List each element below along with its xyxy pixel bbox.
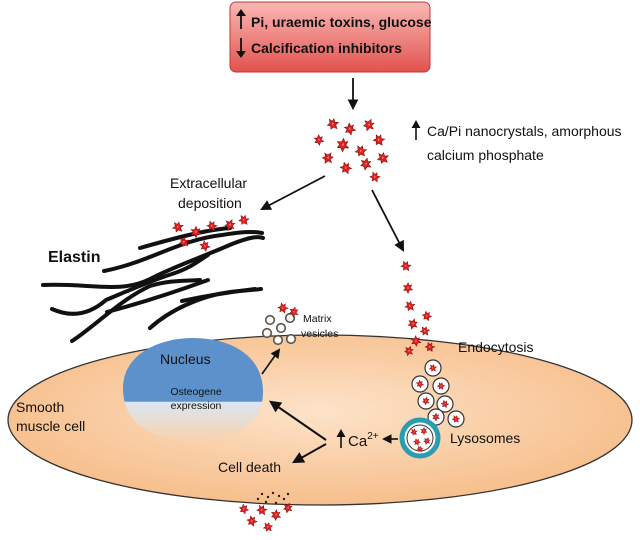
calcium-crystal [341,120,358,137]
extracellular-label-1: Extracellular [170,175,247,191]
cell-death-label: Cell death [218,459,281,475]
calcium-crystal [171,220,185,234]
calcium-crystal [321,151,335,165]
calcium-crystal [262,521,274,533]
endocytosis-label: Endocytosis [458,339,533,355]
matrix-vesicle [264,314,276,326]
calcium-crystal [237,502,251,516]
matrix-vesicle [272,334,284,346]
calcium-label: Ca2+ [348,431,379,450]
calcium-crystal [368,170,382,184]
osteogene-label-1: Osteogene [170,386,222,398]
up-arrow-icon [236,9,246,29]
matrix-vesicle [285,333,297,345]
elastin-fibers [41,226,265,343]
calcium-crystal [338,160,354,176]
calcium-crystal [404,300,416,312]
calcium-crystal [276,301,290,315]
stimulus-line-1: Pi, uraemic toxins, glucose [251,14,432,30]
calcium-crystal [197,238,212,254]
calcium-crystal [420,309,434,323]
nanocrystals-label-2: calcium phosphate [427,147,544,163]
arrow-to-extracellular [260,175,326,211]
up-arrow-icon [411,120,421,140]
calcium-crystal [268,507,283,522]
calcium-crystal [255,503,269,517]
calcium-crystal [311,132,327,148]
smooth-muscle-cell [7,334,633,506]
cell-label-2: muscle cell [16,418,85,434]
cell-label-1: Smooth [16,399,64,415]
arrow-to-endocytosis [371,189,404,252]
elastin-label: Elastin [48,249,100,266]
calcium-crystal [399,259,413,273]
stimulus-box: Pi, uraemic toxins, glucose Calcificatio… [229,1,432,73]
arrow-calcium-to-osteogene [269,400,327,441]
matrix-label-2: vesicles [301,328,338,340]
osteogene-label-2: expression [171,400,222,412]
up-arrow-icon [336,429,346,448]
arrow-osteogene-to-vesicles [261,348,281,375]
calcium-crystal [326,117,340,131]
calcium-crystal [406,317,420,331]
cell-debris [256,491,290,505]
extracellular-label-2: deposition [178,195,242,211]
calcium-crystal [353,143,368,158]
arrow-calcium-to-cell-death [291,443,327,464]
calcium-crystal [334,136,352,154]
nanocrystals-label-1: Ca/Pi nanocrystals, amorphous [427,123,622,139]
calcium-crystal [361,117,377,133]
calcium-charge: 2+ [367,431,379,442]
matrix-vesicle [275,322,287,334]
matrix-vesicles [261,312,297,346]
stimulus-line-2: Calcification inhibitors [251,40,402,56]
calcium-crystal [371,132,387,148]
calcium-crystal [237,213,251,227]
calcium-symbol: Ca [348,433,368,450]
calcium-crystal [400,280,416,295]
matrix-vesicle [261,327,273,339]
nucleus-label: Nucleus [160,351,211,367]
nucleus [123,338,263,440]
calcium-crystal [358,156,374,172]
down-arrow-icon [236,38,246,58]
calcium-crystal [419,325,431,337]
matrix-label-1: Matrix [303,313,332,325]
lysosomes-label: Lysosomes [450,430,520,446]
calcium-crystal [376,151,390,165]
calcium-crystal [244,513,259,528]
